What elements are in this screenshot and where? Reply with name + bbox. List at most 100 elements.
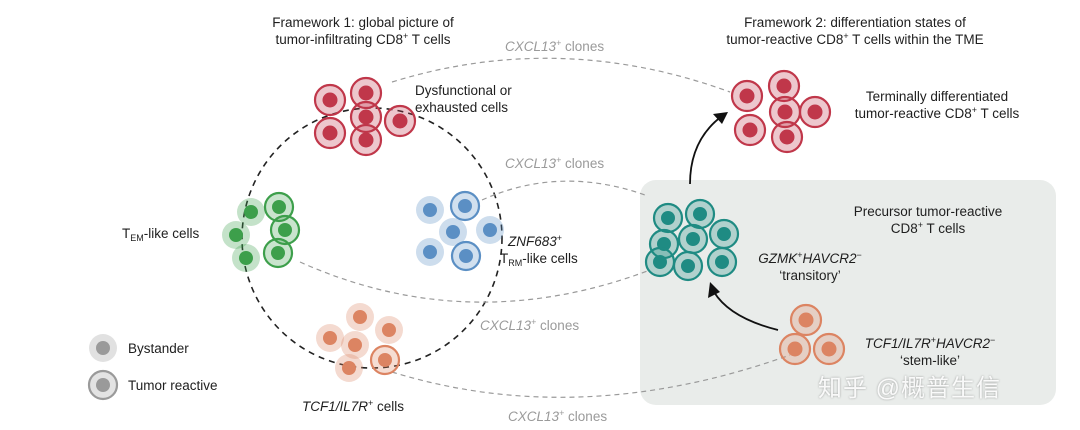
clone-label-top: CXCL13+ clones xyxy=(505,38,604,55)
exhausted-label: Dysfunctional or exhausted cells xyxy=(415,82,512,116)
precursor-line1: Precursor tumor-reactive xyxy=(853,204,1003,219)
tcf-cell xyxy=(335,354,363,382)
exhausted-cell xyxy=(349,100,383,134)
clone-sup: + xyxy=(556,38,562,48)
tem-sub: EM xyxy=(130,233,144,243)
precursor-line2-pre: CD8 xyxy=(890,221,918,236)
framework2-line2-post: T cells within the TME xyxy=(848,32,984,47)
exhausted-line1: Dysfunctional or xyxy=(415,83,512,98)
precursor-sup: + xyxy=(917,220,923,230)
trm-gene: ZNF683 xyxy=(508,234,557,249)
tcf-left-gene: TCF1/IL7R xyxy=(302,399,369,414)
exhausted-cell xyxy=(313,116,347,150)
tem-main: T xyxy=(122,226,131,241)
clone-link-mid xyxy=(481,180,646,201)
framework1-line1: Framework 1: global picture of xyxy=(272,15,454,30)
legend-tumor-reactive-label: Tumor reactive xyxy=(128,378,218,393)
terminal-cell xyxy=(730,79,764,113)
clone-suffix: clones xyxy=(561,39,605,54)
transitory-cell xyxy=(684,198,716,230)
framework1-sup: + xyxy=(403,31,409,41)
framework2-title: Framework 2: differentiation states of t… xyxy=(690,14,1020,48)
stemlike-sup1: + xyxy=(930,335,936,345)
framework1-title: Framework 1: global picture of tumor-inf… xyxy=(238,14,488,48)
framework1-line2-post: T cells xyxy=(408,32,451,47)
tcf-left-sup: + xyxy=(368,398,374,408)
legend-bystander-icon xyxy=(89,334,117,362)
tem-cell xyxy=(237,198,265,226)
precursor-line2-post: T cells xyxy=(923,221,966,236)
stemlike-gene1: TCF1/IL7R xyxy=(864,336,931,351)
trm-main: T xyxy=(500,251,509,266)
transitory-cell xyxy=(677,223,709,255)
clone-suffix: clones xyxy=(536,318,580,333)
clone-label-mid: CXCL13+ clones xyxy=(505,155,604,172)
legend-bystander-label: Bystander xyxy=(128,341,189,356)
tcf-left-label: TCF1/IL7R+ cells xyxy=(302,398,404,415)
arrow-to-terminal-head xyxy=(713,112,728,124)
framework2-sup: + xyxy=(843,31,849,41)
stemlike-label: TCF1/IL7R+HAVCR2− ‘stem-like’ xyxy=(850,335,1010,369)
transitory-cell xyxy=(672,250,704,282)
arrow-to-terminal xyxy=(689,115,723,185)
framework2-line1: Framework 2: differentiation states of xyxy=(744,15,966,30)
clone-link-bottom xyxy=(391,354,791,398)
exhausted-line2: exhausted cells xyxy=(415,100,509,115)
clone-label-bottom: CXCL13+ clones xyxy=(508,408,607,425)
exhausted-cell xyxy=(349,76,383,110)
trm-cell xyxy=(449,190,481,222)
gzmk-sup1: + xyxy=(797,250,803,260)
gzmk-state: ‘transitory’ xyxy=(779,268,841,283)
clone-label-lower: CXCL13+ clones xyxy=(480,317,579,334)
arrow-to-transitory-head xyxy=(708,282,720,298)
terminal-cell xyxy=(733,113,767,147)
stemlike-cell xyxy=(812,332,846,366)
tcf-cell xyxy=(316,324,344,352)
stemlike-sup2: − xyxy=(990,335,996,345)
trm-cell xyxy=(439,218,467,246)
stemlike-cell xyxy=(778,332,812,366)
precursor-label: Precursor tumor-reactive CD8+ T cells xyxy=(838,203,1018,237)
transitory-cell xyxy=(706,246,738,278)
legend-tumor-reactive-icon xyxy=(87,369,119,401)
trm-sub: RM xyxy=(508,258,523,268)
exhausted-cell xyxy=(383,104,417,138)
watermark: 知乎 @概普生信 xyxy=(818,375,1002,402)
terminal-cell xyxy=(768,95,802,129)
transitory-cell xyxy=(648,228,680,260)
trm-cell xyxy=(450,240,482,272)
clone-sup: + xyxy=(531,317,537,327)
tem-label: TEM-like cells xyxy=(122,225,200,243)
terminal-cell xyxy=(767,69,801,103)
clone-link-lower xyxy=(299,261,651,303)
stemlike-cell xyxy=(789,303,823,337)
transitory-cell xyxy=(644,246,676,278)
transitory-cell xyxy=(652,202,684,234)
gzmk-sup2: − xyxy=(856,250,862,260)
stemlike-gene2: HAVCR2 xyxy=(936,336,991,351)
tem-cell xyxy=(222,221,250,249)
clone-sup: + xyxy=(559,408,565,418)
gzmk-gene1: GZMK xyxy=(758,251,798,266)
terminal-cell xyxy=(798,95,832,129)
tem-cell xyxy=(262,237,294,269)
tcf-cell xyxy=(375,316,403,344)
clone-gene: CXCL13 xyxy=(508,409,560,424)
tem-suffix: -like cells xyxy=(143,226,200,241)
trm-suffix: -like cells xyxy=(522,251,578,266)
clone-gene: CXCL13 xyxy=(505,156,557,171)
exhausted-cell xyxy=(313,83,347,117)
clone-suffix: clones xyxy=(564,409,608,424)
clone-suffix: clones xyxy=(561,156,605,171)
trm-cell xyxy=(416,196,444,224)
precursor-panel xyxy=(640,180,1056,405)
trm-sup: + xyxy=(556,233,563,243)
terminal-line2-post: T cells xyxy=(977,106,1020,121)
tem-cell xyxy=(269,214,301,246)
trm-label: ZNF683+ TRM-like cells xyxy=(500,233,578,268)
clone-gene: CXCL13 xyxy=(480,318,532,333)
tcf-cell xyxy=(369,344,401,376)
clone-link-top xyxy=(391,57,731,93)
terminal-line2-pre: tumor-reactive CD8 xyxy=(854,106,972,121)
